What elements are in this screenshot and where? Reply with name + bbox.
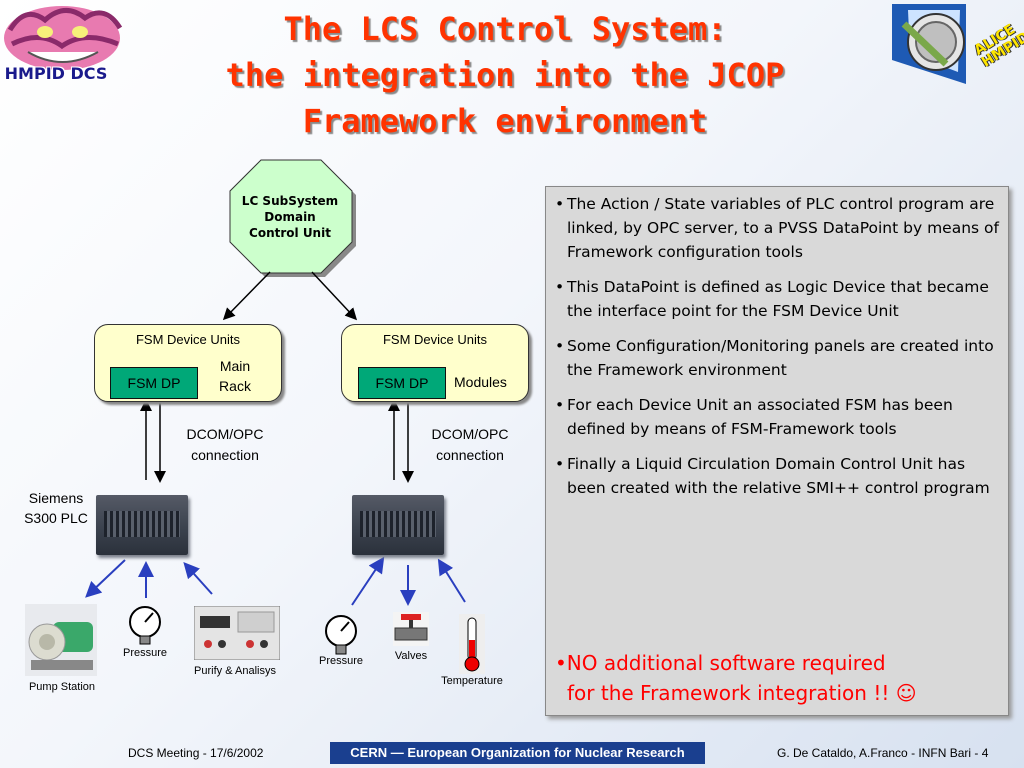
- domain-unit-octagon: [229, 159, 353, 274]
- dcom-label-left: DCOM/OPC connection: [186, 426, 264, 463]
- pump-station-image: [25, 604, 97, 676]
- main-rack-label: Main Rack: [219, 358, 251, 394]
- bullet-list: •The Action / State variables of PLC con…: [555, 192, 1003, 511]
- valve-icon: [393, 612, 429, 646]
- title-line-1: The LCS Control System:: [283, 10, 727, 48]
- info-panel: [545, 186, 1009, 716]
- plc-left: [96, 495, 188, 555]
- title-line-3: Framework environment: [302, 102, 708, 140]
- pump-station-label: Pump Station: [28, 681, 96, 693]
- cern-banner: CERN — European Organization for Nuclear…: [330, 742, 705, 764]
- footer-authors: G. De Cataldo, A.Franco - INFN Bari - 4: [777, 746, 989, 760]
- fsm-dp-modules: FSM DP: [358, 367, 446, 399]
- bullet-item: •Finally a Liquid Circulation Domain Con…: [555, 455, 990, 497]
- dcom-label-right: DCOM/OPC connection: [431, 426, 509, 463]
- bullet-item: •For each Device Unit an associated FSM …: [555, 396, 953, 438]
- cheshire-cat-logo: [4, 6, 123, 70]
- highlight-statement: •NO additional software required for the…: [555, 651, 917, 705]
- fsm-title-main: FSM Device Units: [135, 332, 241, 347]
- diagram-connectors: [85, 159, 466, 606]
- pressure-label-right: Pressure: [318, 655, 364, 667]
- fsm-dp-main: FSM DP: [110, 367, 198, 399]
- page-title: The LCS Control System: the integration …: [150, 6, 860, 144]
- domain-unit-label: LC SubSystem Domain Control Unit: [241, 194, 339, 240]
- hmpid-dcs-label: HMPID DCS: [4, 64, 108, 83]
- plc-right: [352, 495, 444, 555]
- bullet-item: •Some Configuration/Monitoring panels ar…: [555, 337, 994, 379]
- valves-label: Valves: [394, 650, 428, 662]
- bullet-item: •The Action / State variables of PLC con…: [555, 195, 999, 261]
- footer-meeting-date: DCS Meeting - 17/6/2002: [128, 746, 264, 760]
- purify-analysis-label: Purify & Analisys: [194, 665, 276, 677]
- modules-label: Modules: [454, 374, 507, 390]
- fsm-title-modules: FSM Device Units: [382, 332, 488, 347]
- siemens-plc-label: Siemens S300 PLC: [24, 490, 88, 526]
- pressure-gauge-icon: [325, 615, 357, 655]
- pressure-label-left: Pressure: [122, 647, 168, 659]
- thermometer-icon: [459, 614, 485, 674]
- alice-hmpid-logo: [892, 4, 966, 84]
- pressure-gauge-icon: [129, 606, 161, 645]
- bullet-item: •This DataPoint is defined as Logic Devi…: [555, 278, 989, 320]
- temperature-label: Temperature: [441, 675, 503, 687]
- purify-analysis-image: [194, 606, 280, 660]
- title-line-2: the integration into the JCOP: [225, 56, 785, 94]
